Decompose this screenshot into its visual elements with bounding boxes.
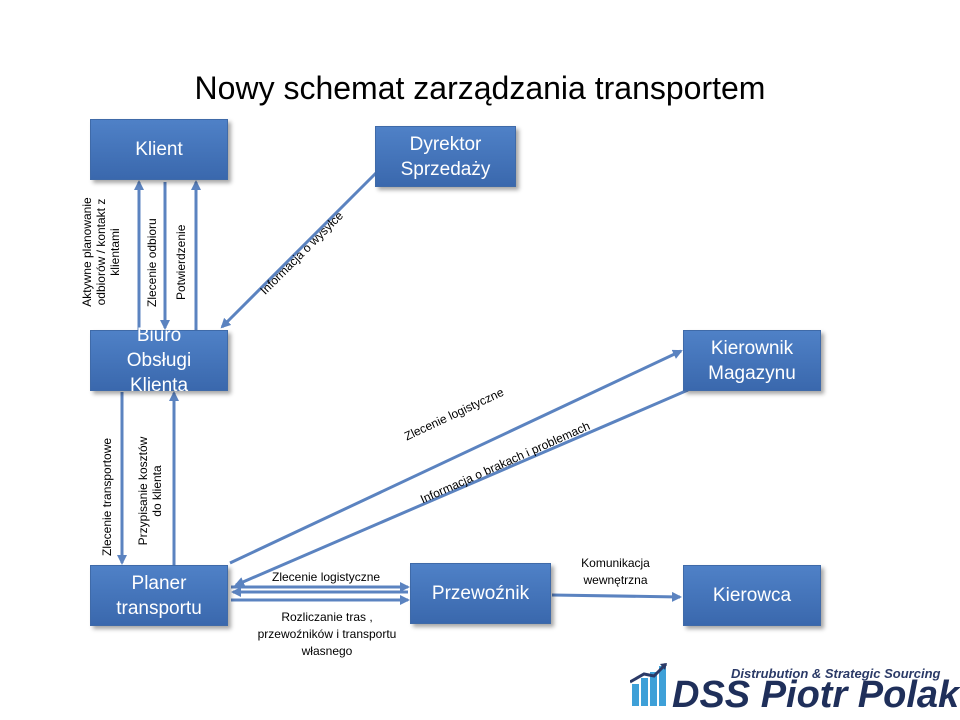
- edge-label-aktywne: Aktywne planowanie odbiorów / kontakt z …: [80, 197, 122, 307]
- node-biuro-label: Biuro Obsługi Klienta: [126, 325, 192, 396]
- arrow-planer-to-kierownik: [229, 349, 683, 565]
- logo-name: DSS Piotr Polak: [672, 674, 960, 716]
- arrow-dyrektor-to-biuro: [220, 170, 379, 329]
- page-title: Nowy schemat zarządzania transportem: [194, 70, 766, 106]
- edge-label-zlecenie-odbioru: Zlecenie odbioru: [145, 218, 159, 307]
- node-planer-transportu: Planer transportu: [90, 565, 228, 626]
- node-biuro-obslugi-klienta: Biuro Obsługi Klienta: [90, 325, 228, 396]
- edge-label-zlecenie-logistyczne-przewoznik: Zlecenie logistyczne: [272, 570, 381, 584]
- arrow-kierownik-to-planer: [234, 388, 689, 587]
- edge-label-przypisanie-kosztow: Przypisanie kosztów do klienta: [136, 430, 164, 552]
- node-dyrektor-sprzedazy: Dyrektor Sprzedaży: [375, 126, 516, 187]
- edge-label-przypisanie-text: Przypisanie kosztów do klienta: [136, 436, 164, 546]
- edge-label-komunikacja: Komunikacja wewnętrzna: [581, 556, 650, 587]
- logo-tagline: Distrubution & Strategic Sourcing: [731, 666, 941, 681]
- edge-label-potwierdzenie: Potwierdzenie: [174, 224, 188, 300]
- logo-chart-icon: [630, 662, 668, 706]
- arrow-przewoznik-to-kierowca: [551, 591, 682, 602]
- node-kierownik-magazynu: Kierownik Magazynu: [683, 330, 821, 391]
- edge-label-zlecenie-transportowe: Zlecenie transportowe: [100, 437, 114, 556]
- node-kierowca: Kierowca: [683, 565, 821, 626]
- node-klient: Klient: [90, 119, 228, 180]
- node-dyrektor-label: Dyrektor Sprzedaży: [400, 133, 491, 180]
- node-planer-label: Planer transportu: [116, 572, 202, 619]
- node-kierownik-label: Kierownik Magazynu: [708, 337, 796, 384]
- node-przewoznik: Przewoźnik: [410, 563, 551, 624]
- edge-label-rozliczanie: Rozliczanie tras , przewoźników i transp…: [257, 610, 397, 658]
